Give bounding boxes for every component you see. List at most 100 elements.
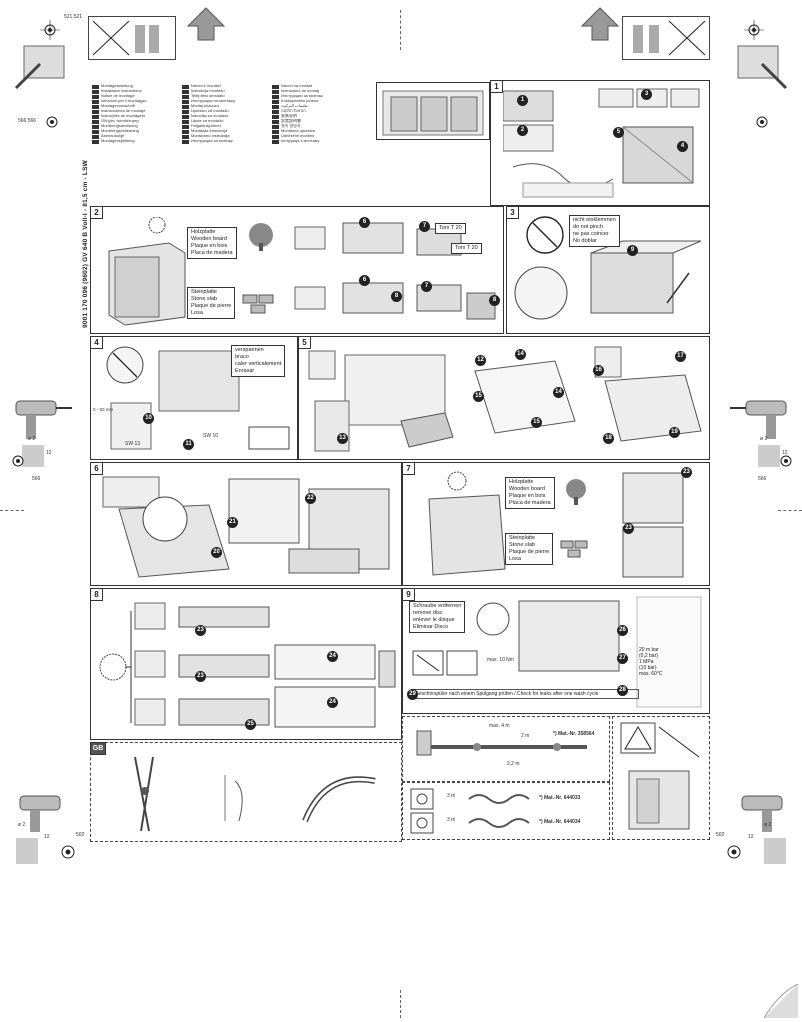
panel-number: 5 <box>298 336 311 349</box>
lang-item: Инструкции за монтаж <box>281 94 323 99</box>
step-17: 17 <box>675 351 686 362</box>
lang-item: הוראות התקנה <box>281 109 306 114</box>
lang-item: تعليمات التركيب <box>281 104 308 109</box>
lang-item: Istruzioni per il montaggio <box>101 99 147 104</box>
callout-line: No doblar <box>573 238 597 244</box>
mid-right-dim: 566 <box>758 476 767 482</box>
panel-number: 4 <box>90 336 103 349</box>
panel-6: 6 20 21 22 <box>90 462 402 586</box>
step-23: 23 <box>195 625 206 636</box>
hose-length: 2 m <box>521 733 530 739</box>
lang-item: Upute za montažu <box>191 119 224 124</box>
max-torque-label: max. 10 Nm <box>487 657 514 663</box>
step-12: 12 <box>475 355 486 366</box>
kitchen-preview <box>376 82 490 140</box>
registration-mark-bottom-right <box>722 840 746 864</box>
step-1: 1 <box>517 95 528 106</box>
panel-number: 8 <box>90 588 103 601</box>
language-list-col1: Montageanleitung Installation instructio… <box>92 84 180 144</box>
top-dimension-label: 521.521 <box>64 14 83 20</box>
torx-label-mid: Torx T 20 <box>451 243 482 254</box>
leak-check-note: Geschirrspüler nach einem Spülgang prüfe… <box>411 689 639 699</box>
step-4: 4 <box>677 141 688 152</box>
callout-line: remove disc <box>413 610 443 616</box>
fold-mark-bottom <box>400 990 402 1018</box>
lang-item: Instrukcja montażu <box>191 89 225 94</box>
pencil-icon-right <box>732 42 792 92</box>
callout-line: Holzplatte <box>509 479 534 485</box>
step-24: 24 <box>327 651 338 662</box>
lang-item: Návod na montáž <box>281 84 313 89</box>
panel-9: 9 Schraube entfernen remove disc enlever… <box>402 588 710 714</box>
panel-number: 3 <box>506 206 519 219</box>
registration-mark-mid-left <box>12 455 24 467</box>
pressure-line: max. 60°C <box>639 671 663 677</box>
lang-item: Montagevejledning <box>101 139 135 144</box>
callout-line: nicht einklemmen <box>573 217 616 223</box>
lang-item: Navodila za montažo <box>191 114 229 119</box>
step-11: 11 <box>183 439 194 450</box>
panel-number-gb: GB <box>90 742 106 755</box>
mid-left-dim: 566 <box>32 476 41 482</box>
brick-icon <box>242 294 274 314</box>
registration-mark-top-left <box>40 8 80 48</box>
step-25: 25 <box>245 719 256 730</box>
callout-line: verspannen <box>235 347 264 353</box>
stone-slab-callout: Steinplatte Stone slab Plaque de pierre … <box>187 287 236 319</box>
cable-length-1: 3 m <box>447 793 456 799</box>
panel-7: 7 Holzplatte Wooden board Plaque en bois… <box>402 462 710 586</box>
callout-line: Eliminar Disco <box>413 624 449 630</box>
step-23b: 23 <box>623 523 634 534</box>
step-10: 10 <box>143 413 154 424</box>
lang-item: 安装说明 <box>281 114 297 119</box>
lang-item: Οδηγίες τοποθέτησης <box>101 119 140 124</box>
panel-8: 8 23 23 24 24 25 <box>90 588 402 740</box>
wrench-size-10: SW 10 <box>203 433 219 439</box>
pressure-line: (10 bar) <box>639 665 657 671</box>
step-3: 3 <box>641 89 652 100</box>
cable-length-2: 3 m <box>447 817 456 823</box>
extension-length: 2,2 m <box>507 761 520 767</box>
hose-max-length: max. 4 m <box>489 723 510 729</box>
registration-mark-mid-right <box>780 455 792 467</box>
callout-line: do not pinch <box>573 224 603 230</box>
callout-line: Stone slab <box>191 296 217 302</box>
panel-number: 2 <box>90 206 103 219</box>
drill-diameter-left: ø 2 <box>28 436 36 442</box>
language-list-col2: Návod k montáži Instrukcja montażu Telep… <box>182 84 270 144</box>
lang-item: Montaj kılavuzu <box>191 104 219 109</box>
lang-item: Instruções de montagem <box>101 114 146 119</box>
fold-mark-right <box>778 510 802 512</box>
step-29: 29 <box>407 689 418 700</box>
step-9: 9 <box>627 245 638 256</box>
doc-title: 9001 170 096 (9602) GV 640 B Voll-I - 81… <box>82 160 89 328</box>
do-not-pinch-callout: nicht einklemmen do not pinch ne pas coi… <box>569 215 620 247</box>
lang-item: Notice de montage <box>101 94 135 99</box>
fold-mark-left <box>0 510 24 512</box>
bottom-right-dim: 502 <box>716 832 725 838</box>
step-23b: 23 <box>195 671 206 682</box>
drill-depth-block-left <box>22 445 44 467</box>
registration-mark-top-right <box>724 8 764 48</box>
drill-diameter-right: ø 2 <box>760 436 768 442</box>
lang-item: Installation instructions <box>101 89 142 94</box>
pressure-line: 20 m bar <box>639 647 659 653</box>
panel-number: 1 <box>490 80 503 93</box>
lang-item: Monteringsanvisning <box>101 124 138 129</box>
registration-mark-right-upper <box>752 112 772 132</box>
step-2: 2 <box>517 125 528 136</box>
step-7b: 7 <box>421 281 432 292</box>
lang-item: Monteringsveiledning <box>101 129 139 134</box>
step-22: 22 <box>305 493 316 504</box>
fold-mark-top <box>400 10 402 50</box>
lang-item: Kokkupaneku juhend <box>281 99 319 104</box>
up-arrow-icon-right <box>580 6 620 42</box>
wrench-size-13: SW 13 <box>125 441 141 447</box>
step-23: 23 <box>681 467 692 478</box>
lang-item: Montagevoorschrift <box>101 104 136 109</box>
left-dimension-label: 566.566 <box>18 118 37 124</box>
lang-item: Інструкція з монтажу <box>281 139 320 144</box>
callout-line: caler verticalement <box>235 361 282 367</box>
step-6b: 6 <box>359 275 370 286</box>
step-19: 19 <box>669 427 680 438</box>
